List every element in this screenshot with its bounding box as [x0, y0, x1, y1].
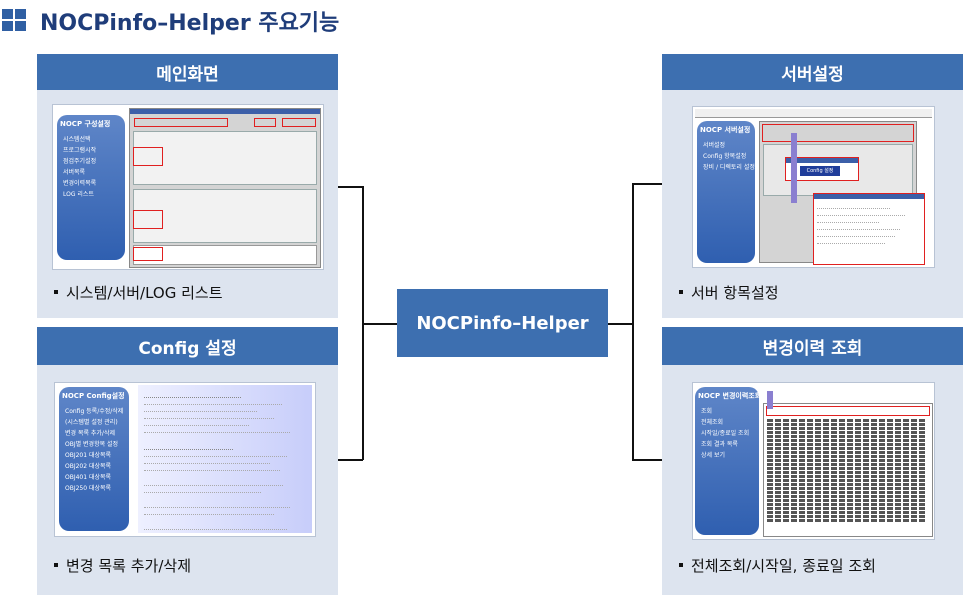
config-thumb-item: OBJ별 변경항목 설정: [65, 441, 119, 448]
panel-server: 서버설정 NOCP 서버설정 서버설정 Config 항목설정 장비 / 디렉토…: [662, 54, 963, 318]
server-thumbnail: NOCP 서버설정 서버설정 Config 항목설정 장비 / 디렉토리 설정 …: [692, 106, 935, 268]
server-thumb-arrow: [791, 133, 797, 203]
panel-server-header: 서버설정: [662, 54, 963, 90]
panel-history-caption: 전체조회/시작일, 종료일 조회: [679, 555, 876, 576]
bullet-icon: [679, 562, 683, 567]
connector-right-top: [632, 183, 662, 185]
connector-left-top: [338, 186, 363, 188]
panel-main-caption-text: 시스템/서버/LOG 리스트: [66, 284, 223, 302]
main-thumb-highlight: [254, 118, 276, 127]
config-thumb-sidebar-title: NOCP Config설정: [62, 392, 125, 400]
main-thumb-window-titlebar: [130, 109, 320, 114]
server-thumb-editor-titlebar: [814, 194, 924, 199]
server-thumb-item: 장비 / 디렉토리 설정: [703, 164, 755, 171]
history-thumb-sidebar-title: NOCP 변경이력조회: [698, 392, 762, 400]
center-node: NOCPinfo–Helper: [397, 289, 608, 357]
connector-left-bottom: [338, 459, 363, 461]
history-thumb-table: [763, 403, 933, 537]
connector-right-trunk: [632, 183, 634, 460]
server-thumb-sidebar: NOCP 서버설정 서버설정 Config 항목설정 장비 / 디렉토리 설정: [697, 121, 755, 263]
main-thumb-grid-bottom: [133, 189, 317, 243]
panel-config-caption-text: 변경 목록 추가/삭제: [66, 557, 191, 575]
main-thumb-highlight: [133, 147, 163, 166]
history-thumb-item: 조회 결과 목록: [701, 441, 738, 448]
panel-main-screen: 메인화면 NOCP 구성설정 시스템선택 프로그램시작 점검주기설정 서버목록 …: [37, 54, 338, 318]
history-thumb-item: 상세 보기: [701, 452, 725, 459]
history-thumb-sidebar: NOCP 변경이력조회 조회 전체조회 시작일/종료일 조회 조회 결과 목록 …: [695, 387, 762, 535]
bullet-icon: [54, 562, 58, 567]
main-thumb-sidebar-title: NOCP 구성설정: [60, 120, 111, 128]
connector-right-center: [608, 323, 634, 325]
server-popup-config-button: Config 설정: [800, 166, 840, 176]
config-thumb-code-lines: [138, 385, 312, 536]
connector-left-center: [362, 323, 397, 325]
main-thumb-item: 프로그램시작: [63, 147, 97, 154]
main-thumb-item: 시스템선택: [63, 136, 91, 143]
main-thumb-highlight: [282, 118, 316, 127]
history-thumb-item: 시작일/종료일 조회: [701, 430, 750, 437]
config-thumb-item: Config 등록/수정/삭제: [65, 408, 124, 415]
config-thumb-item: OBJ250 대상목록: [65, 485, 112, 492]
main-thumb-item: 점검주기설정: [63, 158, 97, 165]
history-thumbnail: NOCP 변경이력조회 조회 전체조회 시작일/종료일 조회 조회 결과 목록 …: [692, 382, 935, 540]
panel-history-caption-text: 전체조회/시작일, 종료일 조회: [691, 557, 876, 575]
panel-main-header: 메인화면: [37, 54, 338, 90]
config-thumb-item: (시스템별 설정 관리): [65, 419, 118, 426]
config-thumb-item: 변경 목록 추가/삭제: [65, 430, 115, 437]
main-thumb-item: 변경이력목록: [63, 180, 97, 187]
config-thumb-item: OBJ202 대상목록: [65, 463, 112, 470]
main-thumb-highlight: [134, 118, 228, 127]
connector-right-bottom: [632, 459, 662, 461]
history-thumb-highlight: [766, 406, 930, 416]
history-thumb-arrow: [767, 391, 773, 409]
bullet-icon: [679, 289, 683, 294]
panel-main-caption: 시스템/서버/LOG 리스트: [54, 282, 223, 303]
server-thumb-item: 서버설정: [703, 142, 726, 149]
server-thumb-editor: [813, 193, 925, 265]
main-screen-thumbnail: NOCP 구성설정 시스템선택 프로그램시작 점검주기설정 서버목록 변경이력목…: [52, 104, 324, 270]
panel-config-caption: 변경 목록 추가/삭제: [54, 555, 191, 576]
panel-config-header: Config 설정: [37, 327, 338, 365]
panel-server-caption: 서버 항목설정: [679, 282, 779, 303]
main-thumb-item: LOG 리스트: [63, 191, 94, 198]
server-thumb-editor-lines: [814, 199, 924, 247]
config-thumb-item: OBJ401 대상목록: [65, 474, 112, 481]
config-thumb-item: OBJ201 대상목록: [65, 452, 112, 459]
main-thumb-sidebar: NOCP 구성설정 시스템선택 프로그램시작 점검주기설정 서버목록 변경이력목…: [57, 115, 125, 260]
title-grid-icon: [2, 9, 28, 33]
history-thumb-item: 전체조회: [701, 419, 724, 426]
history-thumb-item: 조회: [701, 408, 713, 415]
history-thumb-rows: [767, 418, 927, 523]
panel-server-caption-text: 서버 항목설정: [691, 284, 779, 302]
server-thumb-sidebar-title: NOCP 서버설정: [700, 126, 751, 134]
page-title: NOCPinfo–Helper 주요기능: [40, 11, 340, 36]
server-thumb-topbar: [695, 109, 932, 118]
panel-history-header: 변경이력 조회: [662, 327, 963, 365]
main-thumb-item: 서버목록: [63, 169, 86, 176]
panel-history: 변경이력 조회 NOCP 변경이력조회 조회 전체조회 시작일/종료일 조회 조…: [662, 327, 963, 595]
main-thumb-window: [129, 108, 321, 268]
server-thumb-highlight: [762, 124, 914, 142]
main-thumb-grid-top: [133, 131, 317, 185]
config-thumb-code-panel: [138, 385, 312, 533]
bullet-icon: [54, 289, 58, 294]
panel-config: Config 설정 NOCP Config설정 Config 등록/수정/삭제 …: [37, 327, 338, 595]
config-thumb-sidebar: NOCP Config설정 Config 등록/수정/삭제 (시스템별 설정 관…: [59, 387, 129, 531]
server-thumb-popup: Config 설정: [785, 157, 859, 181]
main-thumb-highlight: [133, 247, 163, 261]
server-thumb-popup-titlebar: [786, 158, 858, 163]
config-thumbnail: NOCP Config설정 Config 등록/수정/삭제 (시스템별 설정 관…: [54, 382, 316, 537]
main-thumb-highlight: [133, 210, 163, 229]
server-thumb-item: Config 항목설정: [703, 153, 747, 160]
